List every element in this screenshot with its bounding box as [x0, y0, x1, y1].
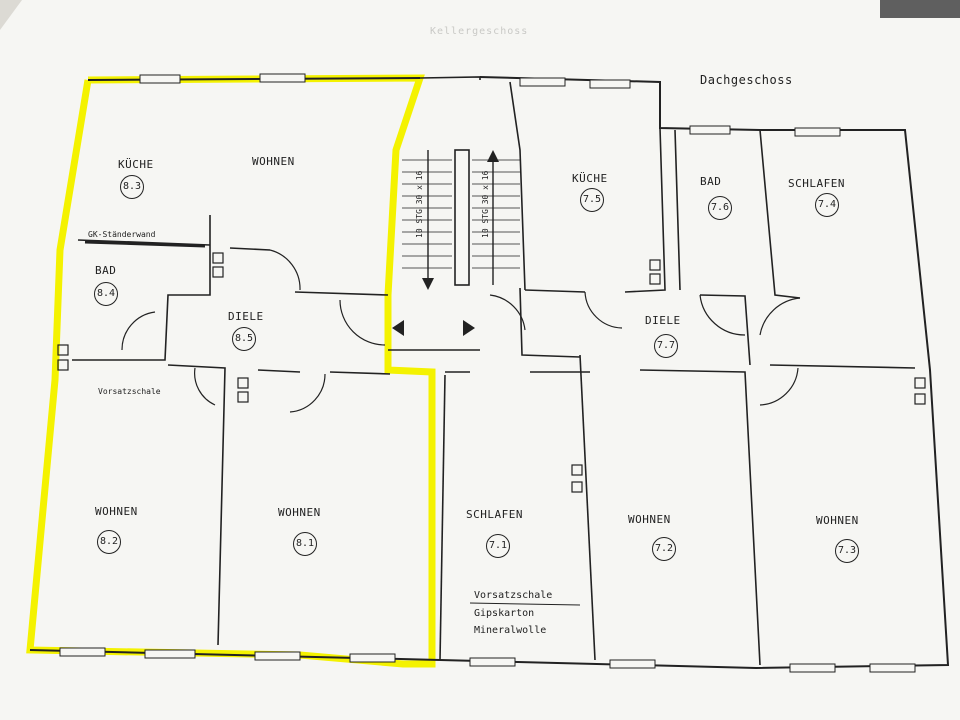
top-edge-smudge — [880, 0, 960, 18]
faded-label: Kellergeschoss — [430, 26, 529, 37]
vorsatz-left-note: Vorsatzschale — [98, 387, 161, 396]
chimney-flues — [57, 252, 926, 493]
mineralwolle-note: Mineralwolle — [474, 625, 547, 636]
landing-arrow-left-icon — [392, 320, 404, 336]
vorsatz-divider — [469, 602, 581, 606]
room-bad-76-label: BAD — [700, 175, 722, 188]
floor-label: Dachgeschoss — [700, 73, 793, 87]
room-kueche-83-label: KÜCHE — [118, 158, 154, 171]
room-diele-77-label: DIELE — [645, 314, 681, 327]
stair-treads — [402, 150, 520, 285]
room-bad-76-number: 7.6 — [708, 196, 732, 220]
room-schlafen-71-label: SCHLAFEN — [466, 508, 523, 521]
room-wohnen-73-number: 7.3 — [835, 539, 859, 563]
windows — [59, 73, 916, 673]
stair-right-label: 10 STG 30 x 16 — [481, 170, 490, 238]
room-wohnen-81-label: WOHNEN — [278, 506, 321, 519]
gk-wall-note: GK-Ständerwand — [88, 230, 156, 239]
room-schlafen-74-number: 7.4 — [815, 193, 839, 217]
paper-shadow-corner — [0, 0, 22, 30]
interior-walls — [72, 76, 916, 666]
gipskarton-note: Gipskarton — [474, 608, 535, 619]
door-swings — [121, 249, 801, 413]
room-kueche-75-number: 7.5 — [580, 188, 604, 212]
gk-wall-marker — [84, 240, 206, 248]
stair-left-label: 10 STG 30 x 16 — [415, 170, 424, 238]
room-wohnen-72-label: WOHNEN — [628, 513, 671, 526]
stair-arrow-down-icon — [422, 278, 434, 290]
room-wohnen-top-label: WOHNEN — [252, 155, 295, 168]
room-kueche-83-number: 8.3 — [120, 175, 144, 199]
room-kueche-75-label: KÜCHE — [572, 172, 608, 185]
vorsatz-note: Vorsatzschale — [474, 590, 553, 601]
room-wohnen-81-number: 8.1 — [293, 532, 317, 556]
stair-arrow-up-icon — [487, 150, 499, 162]
room-wohnen-73-label: WOHNEN — [816, 514, 859, 527]
room-diele-85-number: 8.5 — [232, 327, 256, 351]
room-bad-84-number: 8.4 — [94, 282, 118, 306]
room-schlafen-71-number: 7.1 — [486, 534, 510, 558]
room-diele-77-number: 7.7 — [654, 334, 678, 358]
room-bad-84-label: BAD — [95, 264, 117, 277]
landing-arrow-right-icon — [463, 320, 475, 336]
room-diele-85-label: DIELE — [228, 310, 264, 323]
room-wohnen-82-label: WOHNEN — [95, 505, 138, 518]
room-wohnen-82-number: 8.2 — [97, 530, 121, 554]
highlight-outline — [26, 74, 436, 668]
room-wohnen-72-number: 7.2 — [652, 537, 676, 561]
room-schlafen-74-label: SCHLAFEN — [788, 177, 845, 190]
